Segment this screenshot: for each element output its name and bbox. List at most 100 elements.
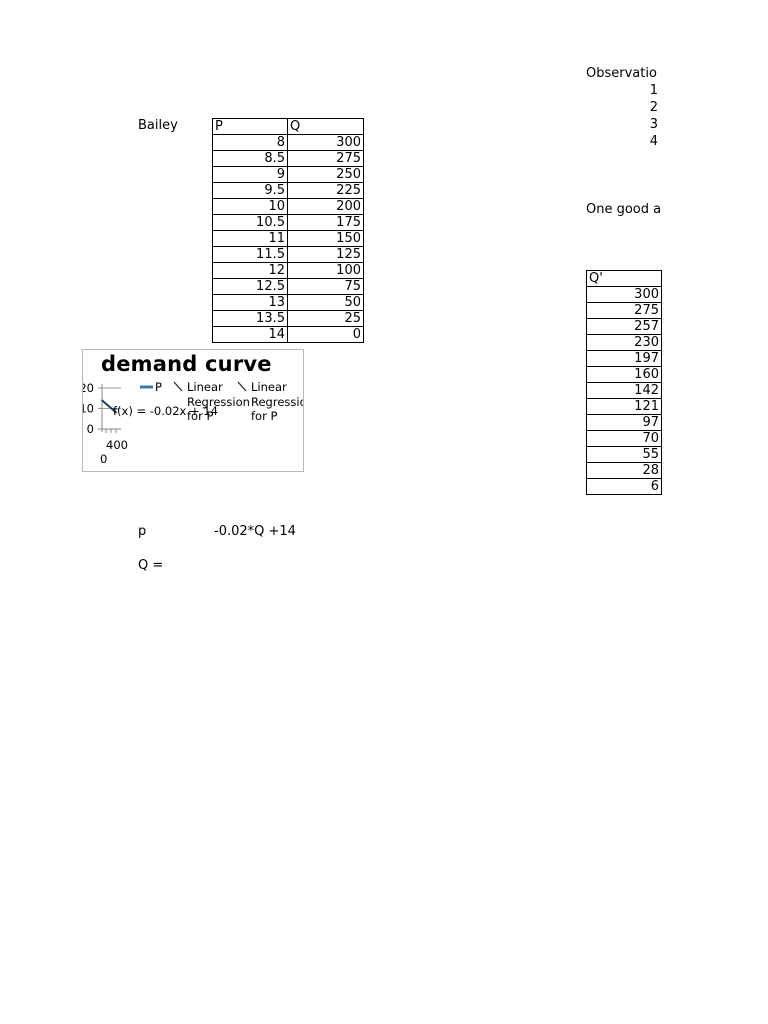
series-p-point xyxy=(108,405,110,408)
p-cell[interactable]: 14 xyxy=(212,326,288,343)
p-cell[interactable]: 11.5 xyxy=(212,246,288,263)
q-row-label: Q = xyxy=(138,558,164,573)
chart-plot: 201004000P xyxy=(83,380,247,466)
table-row: 257 xyxy=(586,318,662,335)
table-row: 28 xyxy=(586,462,662,479)
legend-trend1-swatch xyxy=(173,381,183,392)
p-cell[interactable]: 10.5 xyxy=(212,214,288,231)
p-cell[interactable]: 9 xyxy=(212,166,288,183)
series-p-point xyxy=(109,406,111,409)
series-p-point xyxy=(114,410,116,413)
p-cell[interactable]: 8 xyxy=(212,134,288,151)
q-prime-cell[interactable]: 160 xyxy=(586,366,662,383)
q-prime-cell[interactable]: 6 xyxy=(586,478,662,495)
q-cell[interactable]: 100 xyxy=(287,262,364,279)
p-cell[interactable]: 13 xyxy=(212,294,288,311)
series-p-point xyxy=(115,412,117,414)
q-cell[interactable]: 25 xyxy=(287,310,364,327)
q-prime-cell[interactable]: 230 xyxy=(586,334,662,351)
q-cell[interactable]: 175 xyxy=(287,214,364,231)
observation-number-3: 3 xyxy=(649,117,658,132)
q-header: Q xyxy=(287,118,364,135)
q-cell[interactable]: 125 xyxy=(287,246,364,263)
bailey-label: Bailey xyxy=(138,118,178,133)
p-cell[interactable]: 10 xyxy=(212,198,288,215)
q-prime-cell[interactable]: 300 xyxy=(586,286,662,303)
q-prime-cell[interactable]: 257 xyxy=(586,318,662,335)
trendline-equation: f(x) = -0.02x + 14 xyxy=(113,404,218,418)
table-row: 142 xyxy=(586,382,662,399)
p-row-label: p xyxy=(138,524,147,539)
q-cell[interactable]: 200 xyxy=(287,198,364,215)
p-cell[interactable]: 9.5 xyxy=(212,182,288,199)
series-p-point xyxy=(113,409,115,412)
q-prime-header-row: Q' xyxy=(586,270,662,287)
y-tick-label: 20 xyxy=(83,381,94,395)
q-prime-cell[interactable]: 275 xyxy=(586,302,662,319)
table-row: 275 xyxy=(586,302,662,319)
q-prime-cell[interactable]: 70 xyxy=(586,430,662,447)
series-p-point xyxy=(101,399,103,401)
demand-curve-chart[interactable]: demand curve 201004000P Linear Regressio… xyxy=(82,349,304,472)
table-row: 121 xyxy=(586,398,662,415)
q-prime-cell[interactable]: 121 xyxy=(586,398,662,415)
q-cell[interactable]: 275 xyxy=(287,150,364,167)
chart-title: demand curve xyxy=(101,352,272,376)
series-p-point xyxy=(103,401,105,403)
q-cell[interactable]: 250 xyxy=(287,166,364,183)
table-row: 97 xyxy=(586,414,662,431)
observation-number-2: 2 xyxy=(649,100,658,115)
y-tick-label: 10 xyxy=(83,402,94,416)
q-cell[interactable]: 75 xyxy=(287,278,364,295)
q-cell[interactable]: 150 xyxy=(287,230,364,247)
legend-trend2-swatch xyxy=(237,381,247,392)
observation-header: Observatio xyxy=(586,66,657,81)
p-header: P xyxy=(212,118,288,135)
series-p-point xyxy=(110,407,113,410)
q-prime-cell[interactable]: 142 xyxy=(586,382,662,399)
pq-header-row: P Q xyxy=(212,118,364,135)
observation-number-4: 4 xyxy=(649,134,658,149)
p-row-equation: -0.02*Q +14 xyxy=(214,524,296,539)
series-p-point xyxy=(102,400,104,402)
q-cell[interactable]: 50 xyxy=(287,294,364,311)
series-p-point xyxy=(112,408,114,411)
p-cell[interactable]: 12.5 xyxy=(212,278,288,295)
q-prime-cell[interactable]: 55 xyxy=(586,446,662,463)
series-p-point xyxy=(107,404,109,407)
p-cell[interactable]: 12 xyxy=(212,262,288,279)
x-tick-label: 400 xyxy=(106,438,128,452)
q-prime-cell[interactable]: 97 xyxy=(586,414,662,431)
table-row: 160 xyxy=(586,366,662,383)
q-cell[interactable]: 225 xyxy=(287,182,364,199)
series-p-point xyxy=(106,403,108,405)
table-row: 55 xyxy=(586,446,662,463)
p-cell[interactable]: 13.5 xyxy=(212,310,288,327)
p-cell[interactable]: 8.5 xyxy=(212,150,288,167)
q-prime-cell[interactable]: 28 xyxy=(586,462,662,479)
table-row: 230 xyxy=(586,334,662,351)
q-prime-header: Q' xyxy=(586,270,662,287)
q-cell[interactable]: 300 xyxy=(287,134,364,151)
table-row: 197 xyxy=(586,350,662,367)
q-prime-cell[interactable]: 197 xyxy=(586,350,662,367)
table-row: 300 xyxy=(586,286,662,303)
table-row: 70 xyxy=(586,430,662,447)
y-tick-label: 0 xyxy=(87,422,94,436)
q-cell[interactable]: 0 xyxy=(287,326,364,343)
p-cell[interactable]: 11 xyxy=(212,230,288,247)
series-p-point xyxy=(104,402,107,404)
table-row: 6 xyxy=(586,478,662,495)
